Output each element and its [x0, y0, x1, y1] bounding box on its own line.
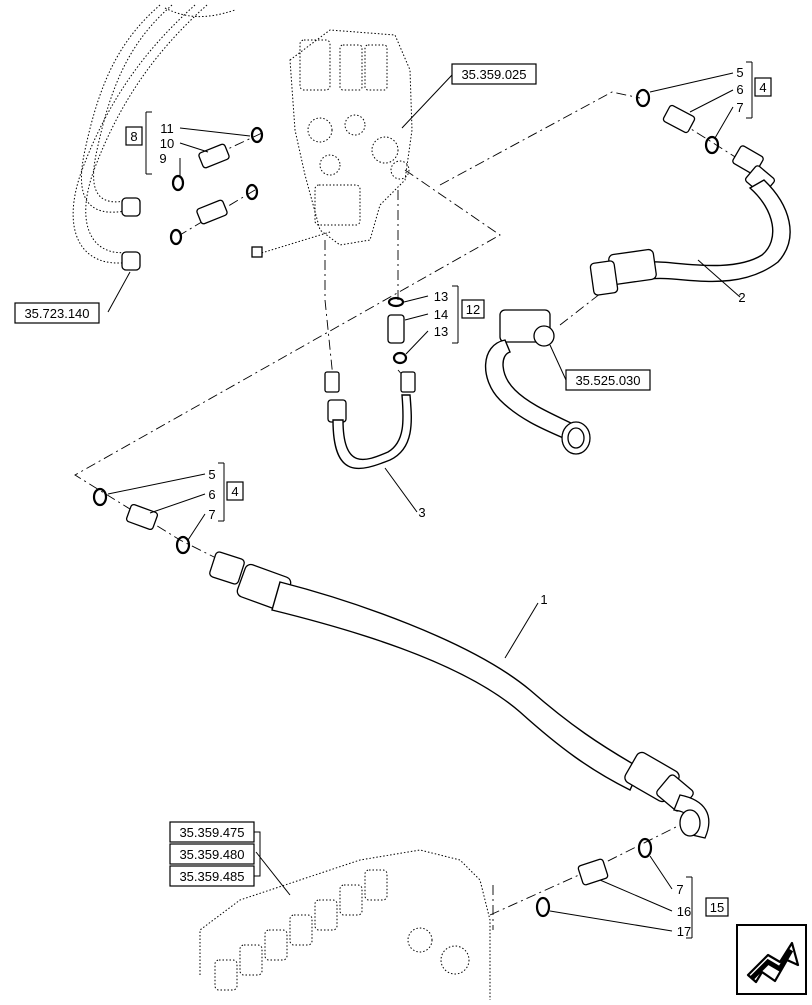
- callout-mid-14: 14: [434, 307, 448, 322]
- kit-15-fittings: [535, 837, 653, 918]
- kit-box-tl-8[interactable]: 8: [125, 126, 143, 146]
- kit-box-tr-4[interactable]: 4: [754, 77, 772, 97]
- svg-text:8: 8: [130, 129, 137, 144]
- kit-box-br-15[interactable]: 15: [705, 897, 729, 917]
- callout-tr-5: 5: [736, 65, 743, 80]
- callout-l-5: 5: [208, 467, 215, 482]
- callout-br-7: 7: [676, 882, 683, 897]
- hose-3-assembly: [324, 296, 416, 470]
- svg-text:35.525.030: 35.525.030: [575, 373, 640, 388]
- callout-tl-10: 10: [160, 136, 174, 151]
- callout-mid-13b: 13: [434, 324, 448, 339]
- next-page-arrow-icon[interactable]: [736, 924, 807, 995]
- svg-text:4: 4: [759, 80, 766, 95]
- ref-lines-left[interactable]: 35.723.140: [14, 302, 100, 324]
- callout-tr-7: 7: [736, 100, 743, 115]
- svg-text:35.723.140: 35.723.140: [24, 306, 89, 321]
- kit-box-mid-12[interactable]: 12: [461, 299, 485, 319]
- ref-valve-top[interactable]: 35.359.025: [451, 63, 537, 85]
- ref-valve-bottom-2[interactable]: 35.359.480: [169, 843, 255, 865]
- svg-text:12: 12: [466, 302, 480, 317]
- callout-tl-11: 11: [160, 121, 174, 136]
- kit-box-l-4[interactable]: 4: [226, 481, 244, 501]
- svg-text:35.359.475: 35.359.475: [179, 825, 244, 840]
- callout-tr-6: 6: [736, 82, 743, 97]
- leader-lines: [107, 61, 753, 939]
- callout-l-7: 7: [208, 507, 215, 522]
- callout-2: 2: [738, 290, 745, 305]
- callout-l-6: 6: [208, 487, 215, 502]
- tee-fitting: [484, 309, 591, 455]
- control-valve-top: [251, 29, 413, 258]
- svg-text:35.359.025: 35.359.025: [461, 67, 526, 82]
- callout-mid-13a: 13: [434, 289, 448, 304]
- assembly-centerlines: [74, 91, 741, 930]
- callout-3: 3: [418, 505, 425, 520]
- svg-text:35.359.480: 35.359.480: [179, 847, 244, 862]
- svg-text:15: 15: [710, 900, 724, 915]
- callout-1: 1: [540, 592, 547, 607]
- ref-valve-bottom-3[interactable]: 35.359.485: [169, 865, 255, 887]
- kit-4-left-fittings: [92, 487, 191, 555]
- ref-tee-fitting[interactable]: 35.525.030: [565, 369, 651, 391]
- callout-br-17: 17: [677, 924, 691, 939]
- callout-labels: 1 2 3 5 6 7 11 10 9 13 14 13 5 6 7 7 16 …: [159, 65, 745, 939]
- dotted-tube-lines: [72, 4, 236, 271]
- kit-8-fittings: [169, 126, 264, 246]
- svg-text:4: 4: [231, 484, 238, 499]
- hose-1: [209, 551, 710, 839]
- svg-text:35.359.485: 35.359.485: [179, 869, 244, 884]
- control-valve-bottom: [199, 849, 491, 1000]
- callout-br-16: 16: [677, 904, 691, 919]
- hose-2-assembly: [589, 88, 791, 296]
- callout-tl-9: 9: [159, 151, 166, 166]
- ref-valve-bottom-1[interactable]: 35.359.475: [169, 821, 255, 843]
